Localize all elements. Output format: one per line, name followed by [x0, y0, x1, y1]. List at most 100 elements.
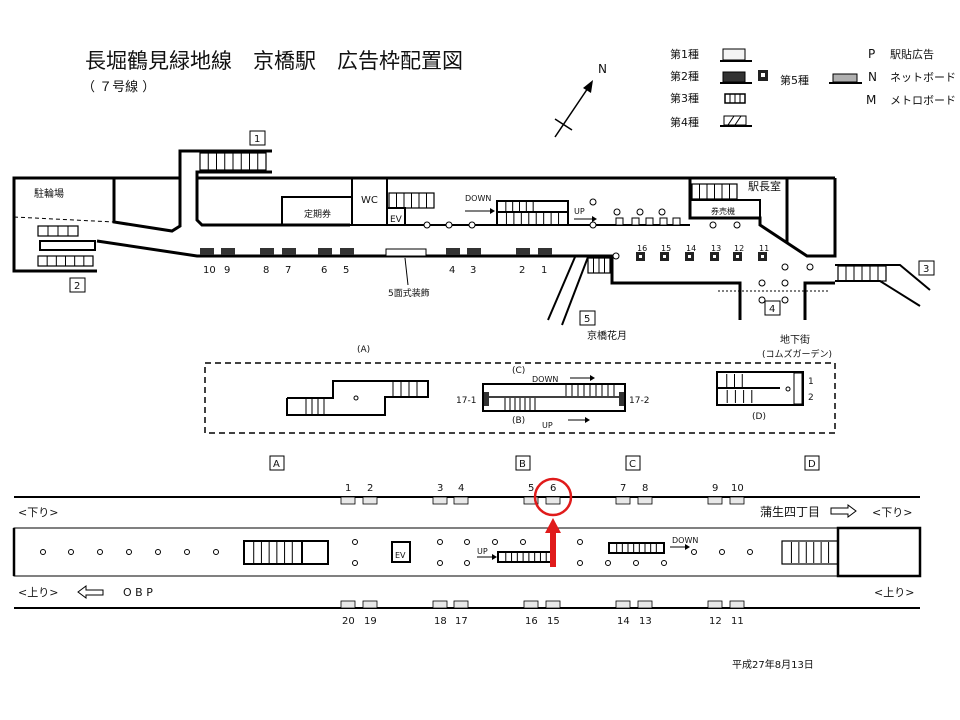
wall-ad-number: 5 — [343, 265, 349, 276]
platform-ad-12[interactable] — [707, 600, 723, 609]
platform-ad-17[interactable] — [453, 600, 469, 609]
restroom-label: WC — [361, 195, 378, 206]
wall-ad-number: 3 — [470, 265, 476, 276]
underground-mall-label: 地下街 — [780, 333, 810, 346]
arrow-head — [685, 544, 690, 550]
section-D-marker — [804, 455, 820, 471]
line-subtitle: （ ７号線 ） — [82, 79, 155, 95]
wall-ad-3 — [467, 248, 481, 255]
pillar-marker — [352, 560, 358, 566]
platform-ad-number: 2 — [367, 483, 373, 494]
exit-4-marker — [764, 300, 781, 316]
pillar-marker — [520, 539, 526, 545]
down-direction-label-left: <下り> — [18, 506, 58, 519]
pillar-marker — [589, 221, 597, 229]
pillar-ad-core — [713, 255, 716, 258]
wall-ad-number: 4 — [449, 265, 455, 276]
north-label: N — [598, 62, 607, 76]
ticket-gate — [631, 217, 640, 226]
platform-ad-13[interactable] — [637, 600, 653, 609]
platform-ad-19[interactable] — [362, 600, 378, 609]
platform-ad-6[interactable] — [545, 496, 561, 505]
section-A-marker — [269, 455, 285, 471]
ticket-gate — [672, 217, 681, 226]
pillar-ad-core — [688, 255, 691, 258]
pillar-marker — [758, 279, 766, 287]
pillar-marker — [155, 549, 161, 555]
pillar-marker — [352, 539, 358, 545]
platform-ad-number: 6 — [550, 483, 556, 494]
escalator-up-label: UP — [574, 207, 585, 216]
platform-ad-1[interactable] — [340, 496, 356, 505]
pillar-marker — [781, 296, 789, 304]
pillar-marker — [213, 549, 219, 555]
platform-ad-16[interactable] — [523, 600, 539, 609]
wall-ad-1 — [538, 248, 552, 255]
platform-ad-number: 10 — [731, 483, 744, 494]
platform-ad-2[interactable] — [362, 496, 378, 505]
pillar-marker — [691, 549, 697, 555]
exit-1-marker — [249, 130, 266, 146]
platform-ad-7[interactable] — [615, 496, 631, 505]
platform-ad-3[interactable] — [432, 496, 448, 505]
wall-ad-2 — [516, 248, 530, 255]
wall-ad-number: 1 — [541, 265, 547, 276]
exit-number: 2 — [74, 281, 80, 292]
pillar-marker — [423, 221, 431, 229]
ticket-gate — [615, 217, 624, 226]
escalator-down-label: DOWN — [465, 194, 491, 203]
pillar-ad-core — [761, 255, 764, 258]
platform-up-label: UP — [477, 547, 488, 556]
pillar-marker — [758, 296, 766, 304]
underground-mall-sublabel: (コムズガーデン) — [762, 348, 832, 360]
pillar-ad-number: 14 — [686, 244, 696, 253]
type3-symbol-icon — [724, 93, 746, 104]
detail-down-label: DOWN — [532, 375, 558, 384]
wall-ad-number: 7 — [285, 265, 291, 276]
platform-ad-20[interactable] — [340, 600, 356, 609]
platform-ad-9[interactable] — [707, 496, 723, 505]
arrow-head — [585, 417, 590, 423]
platform-ad-15[interactable] — [545, 600, 561, 609]
wall-ad-number: 6 — [321, 265, 327, 276]
pillar-marker — [612, 252, 620, 260]
exit-2-marker — [69, 277, 86, 293]
legend-type1: 第1種 — [670, 47, 699, 61]
detail-d-label: (D) — [752, 412, 766, 422]
gamo-destination-label: 蒲生四丁目 — [760, 505, 820, 519]
platform-down-label: DOWN — [672, 536, 698, 545]
pillar-marker — [605, 560, 611, 566]
pillar-ad-core — [736, 255, 739, 258]
decoration-label: 5面式装飾 — [388, 287, 430, 299]
type1-symbol-icon — [720, 48, 752, 62]
exit5-destination-label: 京橋花月 — [587, 329, 627, 342]
detail-d-ad-1: 1 — [808, 377, 814, 387]
legend-type3: 第3種 — [670, 91, 699, 105]
platform-ad-10[interactable] — [729, 496, 745, 505]
platform-ad-number: 1 — [345, 483, 351, 494]
platform-ad-5[interactable] — [523, 496, 539, 505]
platform-ad-8[interactable] — [637, 496, 653, 505]
platform-ad-11[interactable] — [729, 600, 745, 609]
pillar-ad-number: 11 — [759, 244, 769, 253]
pillar-marker — [747, 549, 753, 555]
ticket-machines-label: 券売機 — [711, 206, 735, 216]
elevator-label: EV — [390, 215, 403, 225]
platform-ad-4[interactable] — [453, 496, 469, 505]
wall-ad-number: 9 — [224, 265, 230, 276]
arrow-head — [492, 554, 497, 560]
pillar-marker — [709, 221, 717, 229]
pillar-marker — [577, 539, 583, 545]
platform-ad-14[interactable] — [615, 600, 631, 609]
pillar-marker — [40, 549, 46, 555]
highlight-arrow-icon — [545, 518, 561, 567]
detail-a-shape — [286, 380, 429, 416]
legend-p-code: P — [868, 47, 875, 61]
wall-ad-10 — [200, 248, 214, 255]
pillar-marker — [658, 208, 666, 216]
down-direction-label-right: <下り> — [872, 506, 912, 519]
arrow-head — [592, 216, 597, 222]
platform-ad-18[interactable] — [432, 600, 448, 609]
pillar-marker — [464, 539, 470, 545]
pillar-marker — [184, 549, 190, 555]
